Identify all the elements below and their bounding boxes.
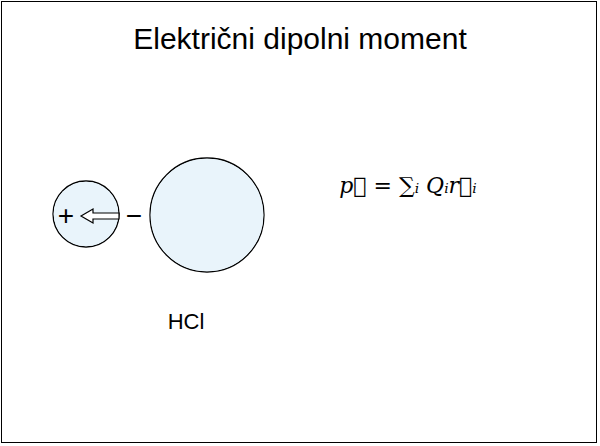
dipole-formula: p⃗ = ∑ᵢ Qᵢr⃗ᵢ <box>339 173 476 199</box>
atom-fill <box>151 159 264 272</box>
minus-sign: − <box>126 202 142 230</box>
atom-fill <box>54 182 119 247</box>
plus-sign: + <box>58 202 74 230</box>
atom-outline <box>53 181 119 247</box>
molecule-name: HCl <box>168 309 205 335</box>
molecule-outline <box>50 156 266 274</box>
molecule-shape: +− <box>50 156 266 274</box>
atom-outline <box>150 158 264 272</box>
dipole-arrow <box>81 209 119 223</box>
slide-title: Električni dipolni moment <box>0 22 600 56</box>
